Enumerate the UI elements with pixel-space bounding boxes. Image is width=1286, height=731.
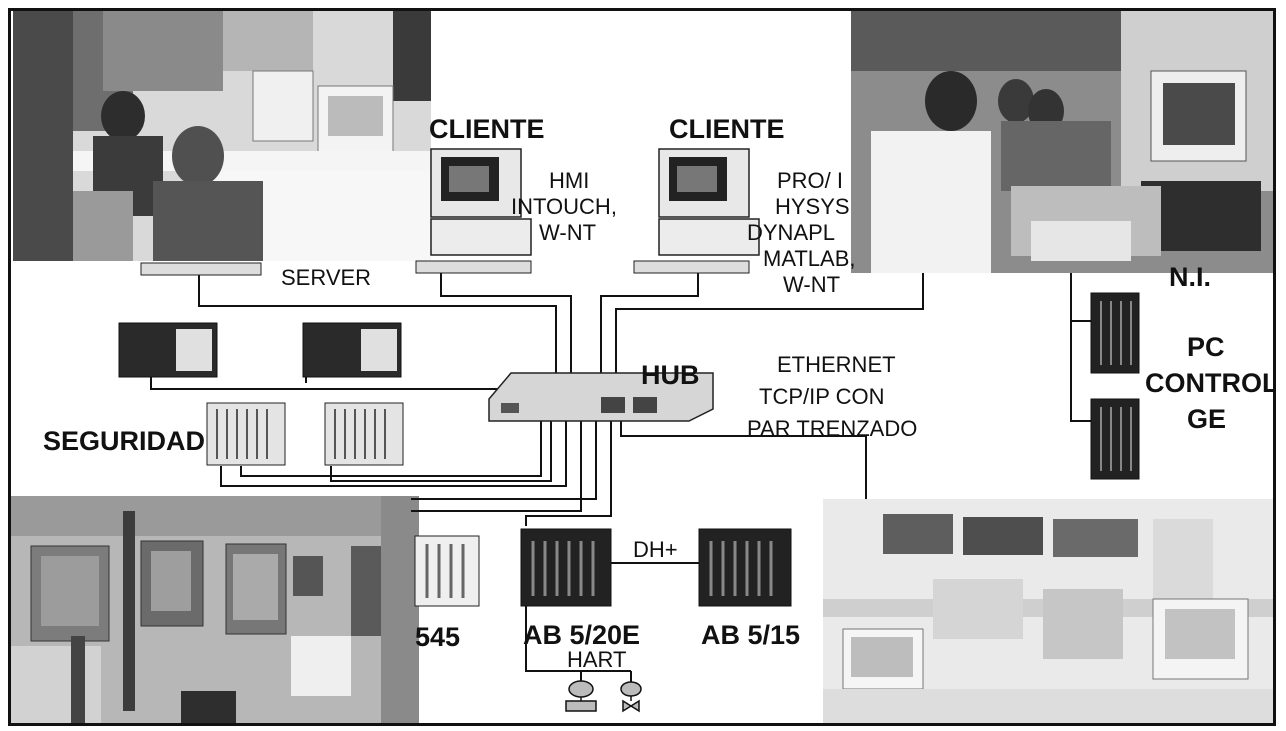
server-keyboard-icon <box>141 263 261 275</box>
label-seguridad: SEGURIDAD <box>43 427 205 456</box>
pc-control-ge-rack-1-icon <box>1091 293 1139 373</box>
label-ethernet-3: PAR TRENZADO <box>747 417 917 441</box>
flow-transmitter-icon <box>566 681 596 711</box>
network-diagram: CLIENTE CLIENTE HMI INTOUCH, W-NT PRO/ I… <box>8 8 1276 726</box>
label-hub: HUB <box>641 361 700 390</box>
label-pc-control-2: CONTROL <box>1145 369 1276 398</box>
label-dh-plus: DH+ <box>633 538 678 562</box>
safety-rack-1-icon <box>207 403 285 465</box>
plc-rack-2-icon <box>303 323 401 377</box>
label-pc-control-1: PC <box>1187 333 1225 362</box>
label-pro: PRO/ I <box>777 169 843 193</box>
label-hart: HART <box>567 648 627 672</box>
label-ab-5-20e: AB 5/20E <box>523 621 640 650</box>
plc-rack-1-icon <box>119 323 217 377</box>
ab-5-20e-rack-icon <box>521 529 611 606</box>
ab-5-15-rack-icon <box>699 529 791 606</box>
label-intouch: INTOUCH, <box>511 195 617 219</box>
label-ethernet-2: TCP/IP CON <box>759 385 885 409</box>
label-ab-5-15: AB 5/15 <box>701 621 800 650</box>
plc-545-rack-icon <box>415 536 479 606</box>
control-valve-icon <box>621 682 641 711</box>
client-2-computer-icon <box>634 149 759 273</box>
label-server: SERVER <box>281 266 371 290</box>
label-cliente-1: CLIENTE <box>429 115 545 144</box>
label-ni: N.I. <box>1169 263 1211 292</box>
label-matlab: MATLAB, <box>763 247 856 271</box>
label-pc-control-3: GE <box>1187 405 1226 434</box>
label-wnt-1: W-NT <box>539 221 596 245</box>
label-wnt-2: W-NT <box>783 273 840 297</box>
label-hmi: HMI <box>549 169 589 193</box>
pc-control-ge-rack-2-icon <box>1091 399 1139 479</box>
label-hysys: HYSYS <box>775 195 850 219</box>
safety-rack-2-icon <box>325 403 403 465</box>
label-545: 545 <box>415 623 460 652</box>
label-ethernet-1: ETHERNET <box>777 353 896 377</box>
label-dynapl: DYNAPL <box>747 221 835 245</box>
label-cliente-2: CLIENTE <box>669 115 785 144</box>
